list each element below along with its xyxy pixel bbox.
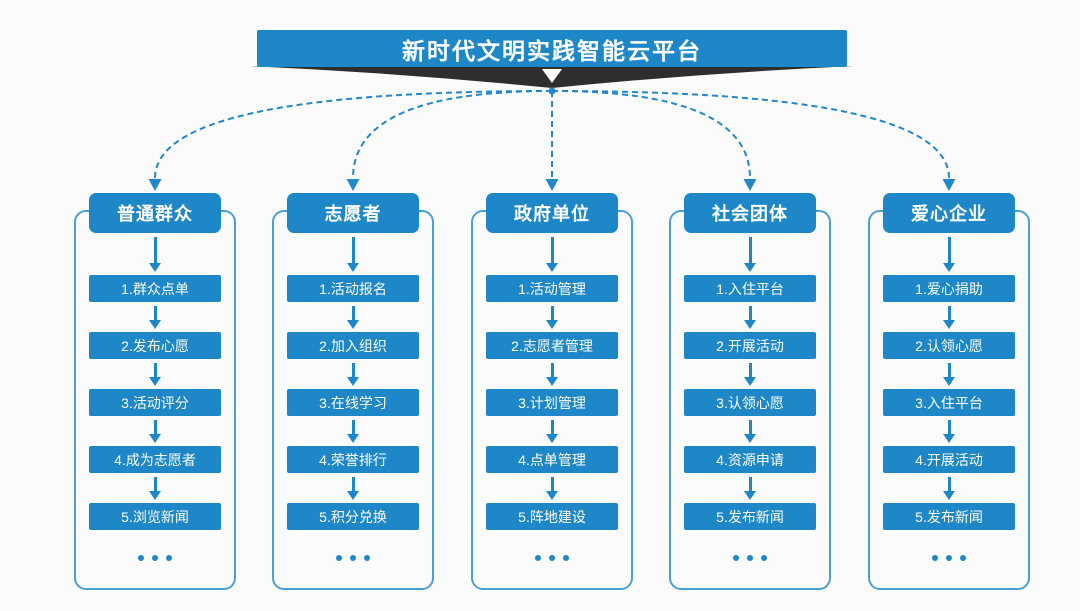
- banner-down-arrow-icon: [542, 69, 562, 83]
- step-box: 5.发布新闻: [684, 503, 816, 530]
- platform-banner: 新时代文明实践智能云平台: [257, 30, 847, 67]
- down-arrow-icon: [346, 237, 359, 272]
- step-box: 3.入住平台: [883, 389, 1015, 416]
- down-arrow-icon: [346, 363, 359, 386]
- ellipsis-icon: [668, 553, 832, 563]
- banner-ribbon-shape: [250, 66, 854, 88]
- step-box: 1.活动管理: [486, 275, 618, 302]
- step-box: 5.阵地建设: [486, 503, 618, 530]
- platform-banner-title: 新时代文明实践智能云平台: [402, 37, 702, 64]
- down-arrow-icon: [346, 477, 359, 500]
- step-box: 1.活动报名: [287, 275, 419, 302]
- ellipsis-icon: [470, 553, 634, 563]
- down-arrow-icon: [148, 237, 161, 272]
- down-arrow-icon: [148, 363, 161, 386]
- connector-to-column-1: [154, 90, 553, 179]
- down-arrow-icon: [942, 420, 955, 443]
- step-box: 1.爱心捐助: [883, 275, 1015, 302]
- step-box: 4.开展活动: [883, 446, 1015, 473]
- column-header-government: 政府单位: [486, 193, 618, 233]
- step-box: 2.认领心愿: [883, 332, 1015, 359]
- down-arrow-icon: [148, 306, 161, 329]
- ellipsis-icon: [271, 553, 435, 563]
- step-box: 2.开展活动: [684, 332, 816, 359]
- down-arrow-icon: [148, 477, 161, 500]
- down-arrow-icon: [743, 237, 756, 272]
- down-arrow-icon: [148, 420, 161, 443]
- down-arrow-icon: [942, 306, 955, 329]
- step-box: 4.点单管理: [486, 446, 618, 473]
- down-arrow-icon: [545, 237, 558, 272]
- down-arrow-icon: [743, 420, 756, 443]
- step-box: 4.荣誉排行: [287, 446, 419, 473]
- step-box: 5.发布新闻: [883, 503, 1015, 530]
- step-box: 1.入住平台: [684, 275, 816, 302]
- column-government: 政府单位 1.活动管理 2.志愿者管理 3.计划管理 4.点单管理 5.阵地建设: [470, 193, 634, 590]
- step-box: 2.志愿者管理: [486, 332, 618, 359]
- down-arrow-icon: [743, 363, 756, 386]
- connector-arrowhead-1: [148, 179, 162, 191]
- connector-arrowhead-3: [545, 179, 559, 191]
- down-arrow-icon: [743, 306, 756, 329]
- down-arrow-icon: [346, 420, 359, 443]
- ellipsis-icon: [867, 553, 1031, 563]
- step-box: 4.资源申请: [684, 446, 816, 473]
- step-box: 3.在线学习: [287, 389, 419, 416]
- connector-hub-dot: [548, 87, 556, 95]
- step-box: 5.浏览新闻: [89, 503, 221, 530]
- step-box: 3.认领心愿: [684, 389, 816, 416]
- step-box: 3.计划管理: [486, 389, 618, 416]
- column-general-public: 普通群众 1.群众点单 2.发布心愿 3.活动评分 4.成为志愿者 5.浏览新闻: [73, 193, 237, 590]
- down-arrow-icon: [942, 237, 955, 272]
- down-arrow-icon: [545, 363, 558, 386]
- column-header-enterprises: 爱心企业: [883, 193, 1015, 233]
- column-header-social-groups: 社会团体: [684, 193, 816, 233]
- connector-arrowhead-4: [743, 179, 757, 191]
- step-box: 2.发布心愿: [89, 332, 221, 359]
- column-header-volunteers: 志愿者: [287, 193, 419, 233]
- step-box: 5.积分兑换: [287, 503, 419, 530]
- down-arrow-icon: [942, 363, 955, 386]
- connector-arrowhead-5: [942, 179, 956, 191]
- ellipsis-icon: [73, 553, 237, 563]
- step-box: 1.群众点单: [89, 275, 221, 302]
- step-box: 3.活动评分: [89, 389, 221, 416]
- down-arrow-icon: [545, 420, 558, 443]
- down-arrow-icon: [743, 477, 756, 500]
- column-enterprises: 爱心企业 1.爱心捐助 2.认领心愿 3.入住平台 4.开展活动 5.发布新闻: [867, 193, 1031, 590]
- down-arrow-icon: [545, 306, 558, 329]
- connector-to-column-2: [352, 90, 553, 179]
- down-arrow-icon: [545, 477, 558, 500]
- down-arrow-icon: [346, 306, 359, 329]
- down-arrow-icon: [942, 477, 955, 500]
- step-box: 2.加入组织: [287, 332, 419, 359]
- connector-to-column-4: [551, 90, 751, 179]
- column-header-general-public: 普通群众: [89, 193, 221, 233]
- column-social-groups: 社会团体 1.入住平台 2.开展活动 3.认领心愿 4.资源申请 5.发布新闻: [668, 193, 832, 590]
- column-volunteers: 志愿者 1.活动报名 2.加入组织 3.在线学习 4.荣誉排行 5.积分兑换: [271, 193, 435, 590]
- step-box: 4.成为志愿者: [89, 446, 221, 473]
- connector-to-column-5: [551, 90, 950, 179]
- connector-arrowhead-2: [346, 179, 360, 191]
